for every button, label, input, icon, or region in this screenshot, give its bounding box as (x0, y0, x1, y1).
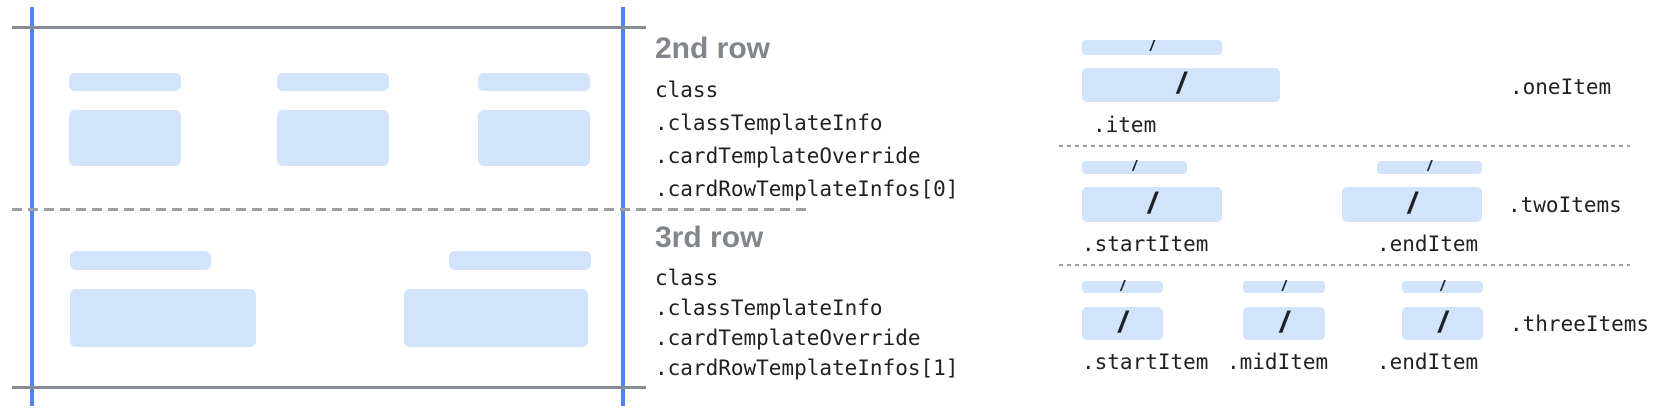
slash-glyph: / (1427, 158, 1432, 175)
field-value-placeholder (478, 110, 590, 166)
item-label: .startItem (1082, 232, 1209, 256)
code-line: .cardRowTemplateInfos[0] (655, 177, 959, 201)
slash-glyph: / (1120, 277, 1125, 295)
item-value-bar: / (1243, 305, 1325, 340)
field-label-placeholder (70, 251, 211, 270)
code-line: class (655, 266, 719, 290)
code-line: .classTemplateInfo (655, 111, 883, 135)
slash-glyph: / (1132, 158, 1137, 175)
slash-glyph: / (1440, 277, 1445, 295)
code-line: .classTemplateInfo (655, 296, 883, 320)
slash-glyph: / (1281, 277, 1287, 295)
row-section-title: 2nd row (655, 32, 771, 65)
field-value-placeholder (404, 289, 588, 347)
row-boundary-top-line (12, 26, 646, 29)
layout-divider-dotted (1059, 264, 1630, 266)
item-value-bar: / (1342, 187, 1482, 222)
field-label-placeholder (277, 73, 389, 91)
field-value-placeholder (277, 110, 389, 166)
item-label: .midItem (1227, 350, 1329, 374)
field-value-placeholder (70, 289, 256, 347)
code-line: .cardTemplateOverride (655, 326, 921, 350)
card-edge-guide-left (30, 7, 34, 406)
row-boundary-bottom-line (12, 386, 646, 389)
field-label-placeholder (449, 251, 591, 270)
slash-glyph: / (1147, 186, 1157, 220)
row-divider-dashed-line (12, 208, 806, 211)
code-line: .cardRowTemplateInfos[1] (655, 356, 959, 380)
item-label: .endItem (1377, 232, 1479, 256)
slash-glyph: / (1176, 67, 1186, 100)
code-line: .cardTemplateOverride (655, 144, 921, 168)
item-value-bar: / (1082, 305, 1163, 340)
item-label: .endItem (1377, 350, 1479, 374)
layout-name-label: .threeItems (1510, 312, 1650, 336)
layout-name-label: .oneItem (1510, 75, 1612, 99)
slash-glyph: / (1407, 186, 1417, 220)
slash-glyph: / (1279, 305, 1289, 339)
item-value-bar: / (1082, 67, 1280, 102)
item-label-bar: / (1082, 38, 1222, 55)
item-value-bar: / (1402, 305, 1483, 340)
code-line: class (655, 78, 719, 102)
item-label: .item (1093, 113, 1157, 137)
card-edge-guide-right (621, 7, 625, 406)
row-section-title: 3rd row (655, 221, 764, 254)
item-label: .startItem (1082, 350, 1209, 374)
layout-divider-dotted (1059, 145, 1630, 147)
item-value-bar: / (1082, 187, 1222, 222)
field-label-placeholder (478, 73, 590, 91)
field-label-placeholder (69, 73, 181, 91)
slash-glyph: / (1149, 38, 1155, 55)
slash-glyph: / (1438, 305, 1447, 339)
item-label-bar: / (1402, 277, 1483, 295)
item-label-bar: / (1082, 277, 1163, 295)
layout-name-label: .twoItems (1508, 193, 1622, 217)
item-label-bar: / (1082, 158, 1187, 175)
item-label-bar: / (1243, 277, 1325, 295)
slash-glyph: / (1118, 305, 1127, 339)
field-value-placeholder (69, 110, 181, 166)
item-label-bar: / (1377, 158, 1482, 175)
